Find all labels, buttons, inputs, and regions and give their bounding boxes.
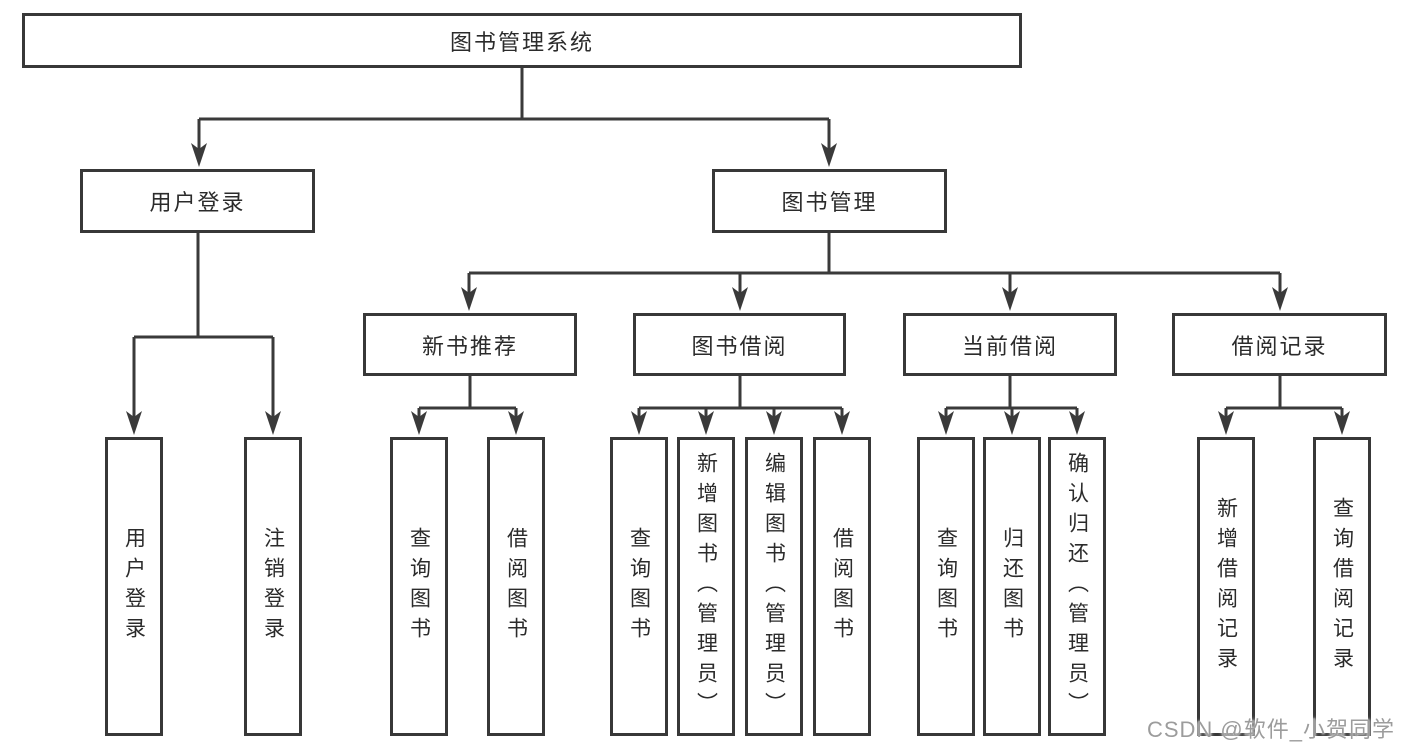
connector-root-to-level2	[191, 68, 837, 167]
node-book-borrowing: 图书借阅	[633, 313, 846, 376]
leaf-user-login: 用户登录	[105, 437, 163, 736]
leaf-query-books-current: 查询图书	[917, 437, 975, 736]
leaf-borrow-books-borrowing: 借阅图书	[813, 437, 871, 736]
node-new-book-recommend: 新书推荐	[363, 313, 577, 376]
connector-borrowing-records-branch	[1218, 376, 1350, 435]
connector-user-login-branch	[126, 233, 281, 435]
csdn-watermark: CSDN @软件_小贺同学	[1146, 717, 1395, 742]
leaf-query-borrow-record: 查询借阅记录	[1313, 437, 1371, 736]
node-book-management: 图书管理	[712, 169, 947, 233]
leaf-edit-book-admin: 编辑图书（管理员）	[745, 437, 803, 736]
leaf-borrow-books-recommend: 借阅图书	[487, 437, 545, 736]
connector-new-book-branch	[411, 376, 524, 435]
node-library-management-system: 图书管理系统	[22, 13, 1022, 68]
connector-book-borrowing-branch	[631, 376, 850, 435]
connector-current-borrowing-branch	[938, 376, 1085, 435]
connector-book-management-to-level3	[461, 233, 1288, 311]
leaf-query-books-recommend: 查询图书	[390, 437, 448, 736]
node-borrowing-records: 借阅记录	[1172, 313, 1387, 376]
leaf-return-book: 归还图书	[983, 437, 1041, 736]
leaf-confirm-return-admin: 确认归还（管理员）	[1048, 437, 1106, 736]
leaf-query-books-borrowing: 查询图书	[610, 437, 668, 736]
leaf-logout: 注销登录	[244, 437, 302, 736]
node-current-borrowing: 当前借阅	[903, 313, 1117, 376]
leaf-add-book-admin: 新增图书（管理员）	[677, 437, 735, 736]
leaf-add-borrow-record: 新增借阅记录	[1197, 437, 1255, 736]
node-user-login: 用户登录	[80, 169, 315, 233]
